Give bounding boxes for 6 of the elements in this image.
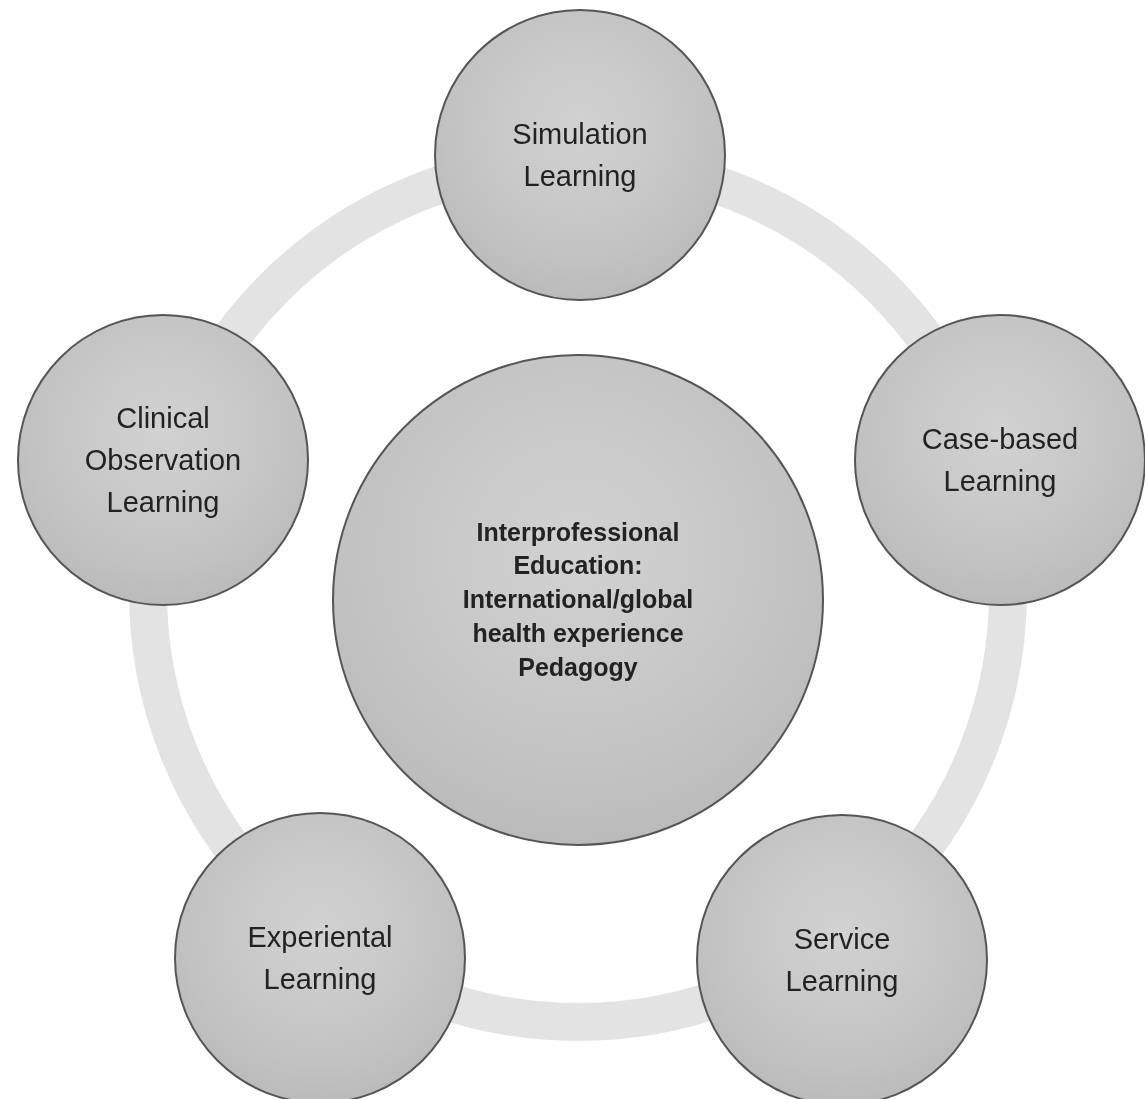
- node-label: Experiental Learning: [246, 919, 394, 997]
- node-label: Service Learning: [784, 921, 900, 999]
- node-label: Simulation Learning: [511, 116, 649, 194]
- node-label: Interprofessional Education: International/global health experience Pedagogy: [461, 516, 695, 683]
- node-label: Clinical Observation Learning: [83, 400, 243, 520]
- node-label: Case-based Learning: [920, 421, 1080, 499]
